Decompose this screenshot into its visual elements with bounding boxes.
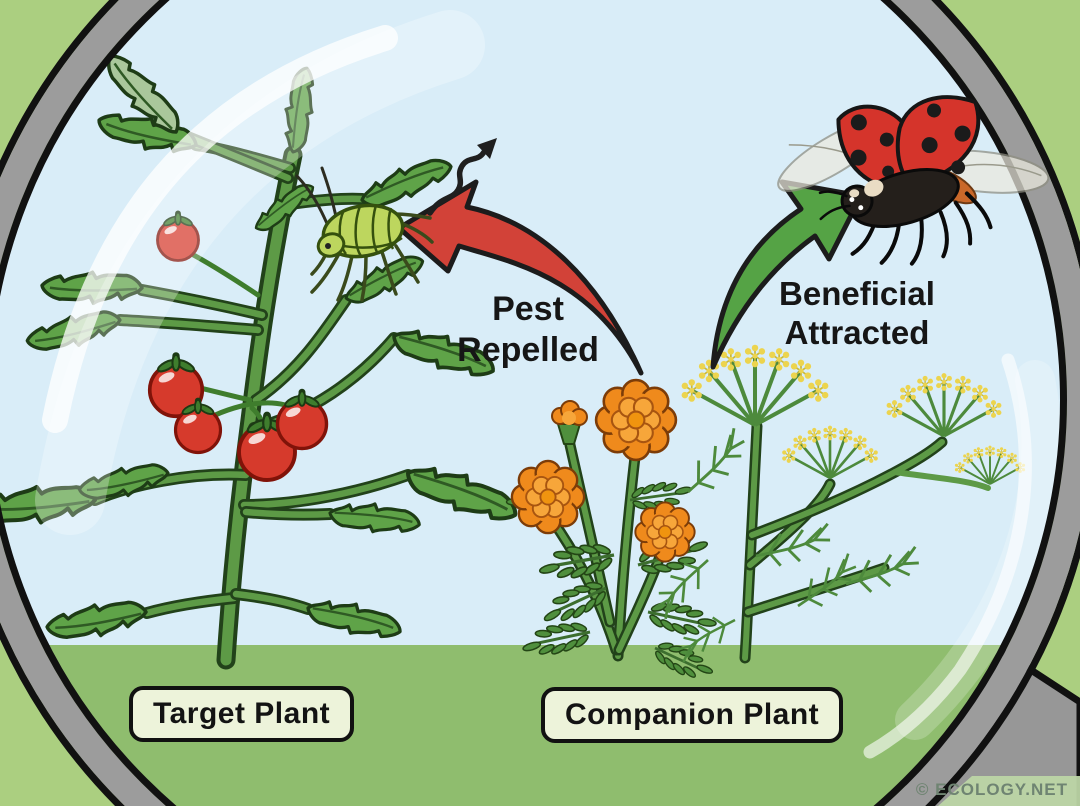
companion-plant-badge: Companion Plant [541, 687, 844, 743]
marigold-plant [503, 378, 721, 689]
aphid [295, 166, 434, 302]
pest-label-line2: Repelled [457, 331, 599, 369]
ladybug [777, 95, 1050, 266]
pest-flee-squiggle-arrow [427, 138, 497, 216]
marigold-bud [551, 400, 588, 445]
pest-repelled-label: Pest Repelled [418, 289, 638, 371]
watermark-band [938, 776, 1080, 806]
dill-plant [644, 345, 1025, 664]
target-plant-badge: Target Plant [129, 686, 355, 742]
glass-reflections [35, 10, 1062, 759]
pest-label-line1: Pest [492, 290, 564, 328]
beneficial-attracted-label: Beneficial Attracted [742, 274, 972, 352]
beneficial-label-line1: Beneficial [779, 275, 935, 312]
pest-repelled-arrow [396, 179, 644, 376]
beneficial-attracted-arrow [710, 179, 864, 370]
beneficial-label-line2: Attracted [784, 314, 930, 351]
watermark-text: © ECOLOGY.NET [915, 780, 1068, 799]
ladybug-spots [850, 103, 971, 178]
